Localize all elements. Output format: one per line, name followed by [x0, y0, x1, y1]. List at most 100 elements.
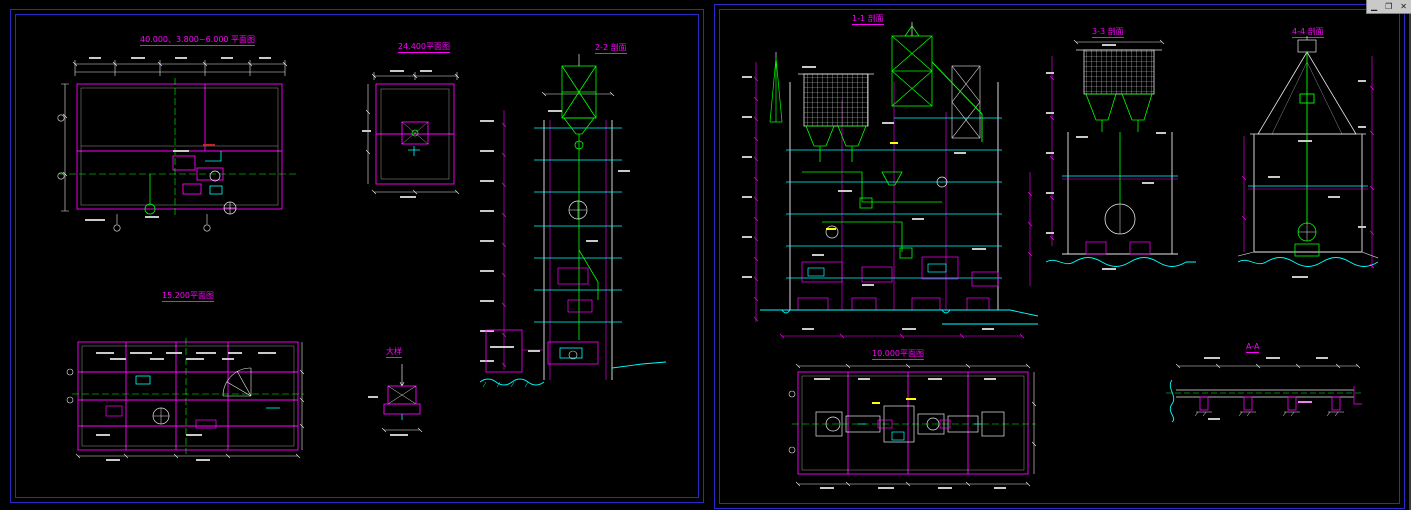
conveyor-beam [1166, 386, 1364, 405]
text-smudges [1046, 44, 1166, 270]
chute-lines [578, 210, 599, 340]
piping [802, 171, 942, 259]
hatched-bin [798, 73, 874, 127]
dimension-lines [1175, 363, 1361, 369]
wall-inner-lines [380, 88, 450, 180]
floor-lines [1062, 175, 1178, 180]
text-smudges [1204, 357, 1328, 420]
support-footings [1194, 411, 1344, 417]
level-text-smudges [480, 120, 494, 362]
dimension-lines [381, 427, 423, 433]
dimension-string [1241, 56, 1375, 269]
dimension-string [1049, 39, 1165, 246]
text-smudges [742, 66, 994, 330]
close-icon[interactable]: ✕ [1400, 2, 1407, 11]
break-line [1169, 379, 1175, 423]
ground-line [1238, 251, 1378, 267]
text-smudges [528, 110, 630, 352]
restore-icon[interactable]: ❐ [1385, 2, 1393, 11]
title-section-3-3: 3-3 剖面 [1092, 27, 1124, 38]
detail-shape [383, 364, 421, 420]
tower-columns [541, 91, 615, 380]
grid-bubbles [66, 368, 74, 404]
view-plan-top-drawing[interactable] [55, 56, 303, 234]
dimension-lines [75, 342, 305, 459]
window-controls: ▁ ❐ ✕ [1366, 0, 1411, 14]
view-plan-24400-drawing[interactable] [362, 70, 468, 206]
highlight-marks [826, 142, 898, 230]
platform-outline [375, 83, 455, 185]
equipment-train [815, 405, 1005, 443]
title-section-2-2: 2-2 剖面 [595, 43, 627, 54]
elevator-mast [561, 54, 597, 210]
ground-line [479, 361, 666, 388]
bin-hoppers [1085, 93, 1153, 204]
chute-lines [931, 61, 983, 142]
floor-lines [534, 127, 622, 323]
title-plan-24400: 24.400平面图 [398, 42, 450, 53]
equipment-symbols [105, 375, 280, 429]
discharge-pipe [1299, 52, 1315, 224]
floor-lines [1248, 185, 1368, 190]
dimension-lines [795, 363, 1037, 487]
window-border [1409, 0, 1411, 510]
cone-hopper [1250, 36, 1366, 135]
equipment-symbols [547, 200, 599, 365]
text-smudges [1268, 80, 1366, 278]
room-walls [1062, 132, 1178, 255]
title-section-1-1: 1-1 剖面 [852, 14, 884, 25]
title-section-a-a: A-A [1246, 342, 1260, 353]
view-plan-15200-drawing[interactable] [66, 328, 310, 464]
centerlines [72, 338, 304, 454]
view-section-a-a-drawing[interactable] [1148, 352, 1372, 438]
derrick-tower [891, 22, 933, 107]
wall-inner-lines [80, 87, 279, 206]
grid-bubbles [57, 114, 211, 232]
equipment-symbols [1294, 222, 1320, 257]
highlight-marks [872, 398, 916, 404]
title-detail: 大样 [386, 347, 402, 358]
text-smudges [362, 70, 432, 198]
dimension-string [753, 62, 1033, 339]
braced-frame [951, 65, 981, 139]
left-mast [769, 52, 783, 123]
view-detail-drawing[interactable] [368, 362, 436, 444]
text-smudges [368, 396, 408, 436]
equipment-symbols [801, 176, 999, 287]
dimension-string [501, 110, 507, 370]
supports [1199, 396, 1341, 411]
minimize-icon[interactable]: ▁ [1370, 2, 1378, 11]
equipment-symbols [408, 129, 420, 156]
wall-inner-lines [81, 345, 295, 447]
view-section-3-3-drawing[interactable] [1046, 36, 1196, 288]
view-plan-10000-drawing[interactable] [788, 362, 1040, 492]
floor-lines [786, 117, 1002, 279]
platform-outline [797, 371, 1029, 475]
view-section-2-2-drawing[interactable] [478, 50, 666, 390]
foundation-blocks [797, 297, 990, 311]
view-section-1-1-drawing[interactable] [742, 22, 1038, 348]
hatched-bin [1076, 49, 1162, 95]
text-smudges [96, 352, 276, 461]
room-walls [1253, 134, 1363, 253]
equipment-symbols [144, 151, 237, 215]
title-section-4-4: 4-4 剖面 [1292, 27, 1324, 38]
text-smudges [85, 57, 271, 221]
ground-line [760, 309, 1038, 325]
stair-fan [222, 367, 252, 397]
building-outline [76, 83, 283, 210]
dimension-lines [365, 72, 460, 195]
title-plan-10000: 10.000平面图 [872, 349, 924, 360]
tank-symbol [1104, 203, 1136, 235]
platform-outline [77, 341, 299, 451]
wall-inner-lines [801, 375, 1025, 471]
view-section-4-4-drawing[interactable] [1238, 36, 1378, 292]
text-smudges [814, 378, 1006, 489]
bin-hoppers [805, 125, 867, 162]
title-plan-top: 40.000、3.800~6.000 平面图 [140, 35, 256, 46]
foundation-blocks [1085, 241, 1151, 255]
title-plan-15200: 15.200平面图 [162, 291, 214, 302]
ground-line [1046, 257, 1196, 267]
equipment-accents [858, 419, 982, 441]
